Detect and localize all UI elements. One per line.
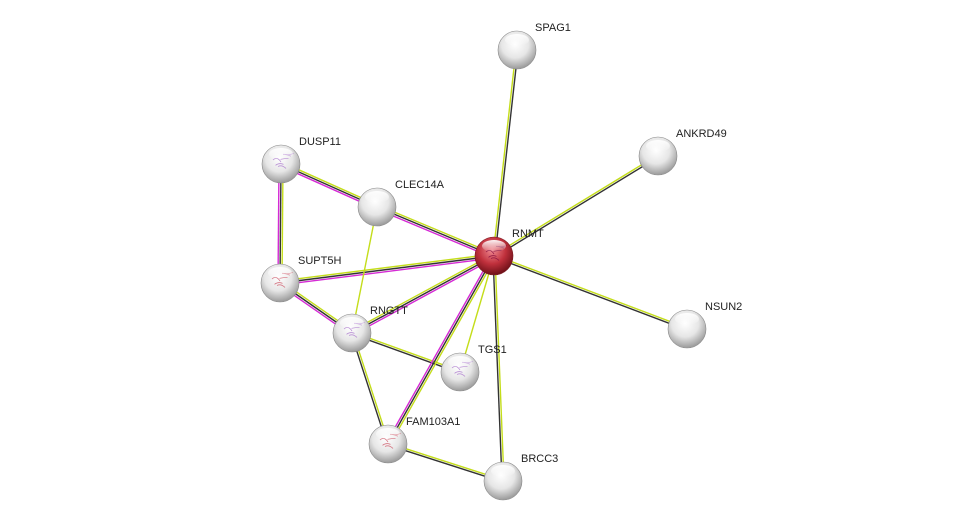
edge-line-experiments: [280, 257, 495, 286]
node-rngtt[interactable]: RNGTT: [332, 305, 408, 353]
edge-rnmt-brcc3[interactable]: [492, 255, 505, 482]
edge-rnmt-spag1[interactable]: [492, 49, 519, 257]
edge-line-textmining: [388, 442, 504, 481]
edges-layer: [277, 49, 688, 483]
edge-line-textmining: [351, 206, 378, 334]
edge-line-textmining: [281, 164, 284, 284]
edge-dusp11-supt5h[interactable]: [277, 163, 284, 284]
node-brcc3[interactable]: BRCC3: [483, 453, 558, 501]
node-label: DUSP11: [299, 136, 341, 148]
node-label: RNGTT: [370, 305, 408, 317]
node-label: SUPT5H: [298, 255, 341, 267]
node-label: SPAG1: [535, 22, 571, 34]
edge-line-textmining: [494, 255, 505, 481]
edge-line-textmining: [352, 332, 390, 444]
node-label: NSUN2: [705, 301, 742, 313]
node-highlight: [365, 191, 389, 203]
edge-line-textmining: [389, 256, 497, 446]
node-highlight: [482, 240, 506, 252]
edge-line-textmining: [350, 253, 494, 332]
node-highlight: [675, 313, 699, 325]
edge-line-coexpression: [351, 255, 495, 334]
node-tgs1[interactable]: TGS1: [440, 344, 507, 392]
node-highlight: [491, 465, 515, 477]
node-ankrd49[interactable]: ANKRD49: [638, 128, 727, 176]
node-label: CLEC14A: [395, 179, 445, 191]
node-highlight: [268, 267, 292, 279]
node-rnmt[interactable]: RNMT: [474, 228, 544, 276]
edge-line-coexpression: [350, 333, 388, 445]
edge-line-experiments: [352, 257, 496, 336]
edge-rnmt-tgs1[interactable]: [459, 255, 495, 373]
node-highlight: [505, 34, 529, 46]
node-highlight: [448, 356, 472, 368]
edge-line-textmining: [492, 49, 517, 256]
node-spag1[interactable]: SPAG1: [497, 22, 571, 70]
node-highlight: [646, 140, 670, 152]
edge-rngtt-fam103a1[interactable]: [350, 332, 390, 445]
edge-line-textmining: [459, 255, 495, 373]
node-supt5h[interactable]: SUPT5H: [260, 255, 341, 303]
edge-line-coexpression: [492, 256, 503, 482]
edge-fam103a1-brcc3[interactable]: [387, 442, 504, 483]
edge-line-coexpression: [376, 206, 495, 257]
edge-line-experiments: [277, 163, 280, 283]
node-fam103a1[interactable]: FAM103A1: [368, 416, 460, 464]
node-highlight: [376, 428, 400, 440]
edge-rngtt-rnmt[interactable]: [350, 253, 496, 336]
node-label: RNMT: [512, 228, 544, 240]
edge-clec14a-rngtt[interactable]: [351, 206, 378, 334]
edge-supt5h-rnmt[interactable]: [279, 253, 495, 286]
edge-line-experiments: [385, 254, 493, 444]
node-clec14a[interactable]: CLEC14A: [357, 179, 445, 227]
edge-line-textmining: [279, 253, 494, 282]
node-label: BRCC3: [521, 453, 558, 465]
edge-line-coexpression: [387, 255, 495, 445]
edge-line-textmining: [377, 204, 496, 255]
edge-line-coexpression: [494, 50, 519, 257]
edge-rnmt-nsun2[interactable]: [493, 254, 688, 331]
edge-line-coexpression: [494, 156, 659, 258]
node-label: FAM103A1: [406, 416, 460, 428]
node-highlight: [340, 317, 364, 329]
edge-line-textmining: [494, 254, 688, 329]
node-label: TGS1: [478, 344, 507, 356]
node-highlight: [269, 148, 293, 160]
edge-line-coexpression: [387, 444, 503, 483]
edge-line-textmining: [493, 154, 658, 256]
edge-rnmt-ankrd49[interactable]: [493, 154, 659, 258]
node-nsun2[interactable]: NSUN2: [667, 301, 742, 349]
edge-rnmt-fam103a1[interactable]: [385, 254, 497, 446]
edge-clec14a-rnmt[interactable]: [375, 204, 496, 259]
edge-line-coexpression: [279, 163, 282, 284]
node-dusp11[interactable]: DUSP11: [261, 136, 341, 184]
node-label: ANKRD49: [676, 128, 727, 140]
edge-line-coexpression: [493, 256, 687, 331]
edge-line-coexpression: [279, 255, 495, 284]
edge-line-experiments: [375, 208, 494, 259]
